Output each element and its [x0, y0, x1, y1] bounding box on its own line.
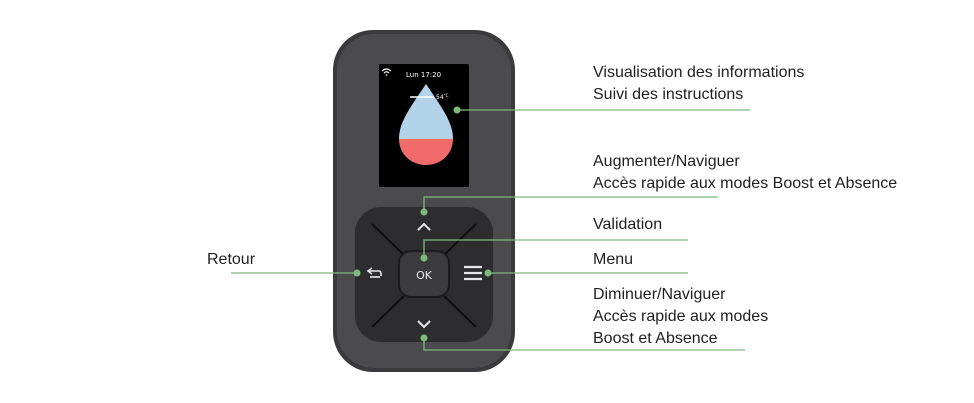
menu-icon[interactable]: [464, 265, 482, 281]
leader-line-up: [423, 196, 718, 212]
callout-ok: Validation: [593, 216, 663, 233]
screen-clock: Lun 17:20: [406, 71, 441, 79]
back-arrow-icon[interactable]: [366, 267, 382, 278]
keypad-divider: [371, 223, 405, 256]
screen-temperature: 54°C: [436, 93, 449, 101]
leader-dot-screen: [453, 106, 461, 114]
callout-down-line2: Accès rapide aux modes: [593, 308, 769, 325]
chevron-down-icon[interactable]: [417, 320, 431, 329]
leader-line-down: [423, 338, 745, 351]
keypad-divider: [371, 295, 405, 328]
leader-line-ok: [423, 239, 688, 258]
callout-down-line3: Boost et Absence: [593, 330, 718, 347]
leader-dot-menu: [484, 269, 492, 277]
callout-down-line1: Diminuer/Naviguer: [593, 286, 726, 303]
callout-retour: Retour: [207, 251, 256, 268]
leader-dot-down: [420, 334, 428, 342]
leader-dot-retour: [353, 269, 361, 277]
callout-menu: Menu: [593, 251, 634, 268]
leader-dot-up: [420, 208, 428, 216]
callout-up-line1: Augmenter/Naviguer: [593, 153, 740, 170]
keypad-divider: [443, 295, 477, 328]
leader-dot-ok: [420, 254, 428, 262]
wifi-icon: [381, 68, 392, 76]
ok-button-label: OK: [416, 269, 433, 282]
callout-screen-line1: Visualisation des informations: [593, 64, 805, 81]
callout-screen-line2: Suivi des instructions: [593, 86, 744, 103]
callout-up-line2: Accès rapide aux modes Boost et Absence: [593, 175, 898, 192]
chevron-up-icon[interactable]: [417, 222, 431, 231]
